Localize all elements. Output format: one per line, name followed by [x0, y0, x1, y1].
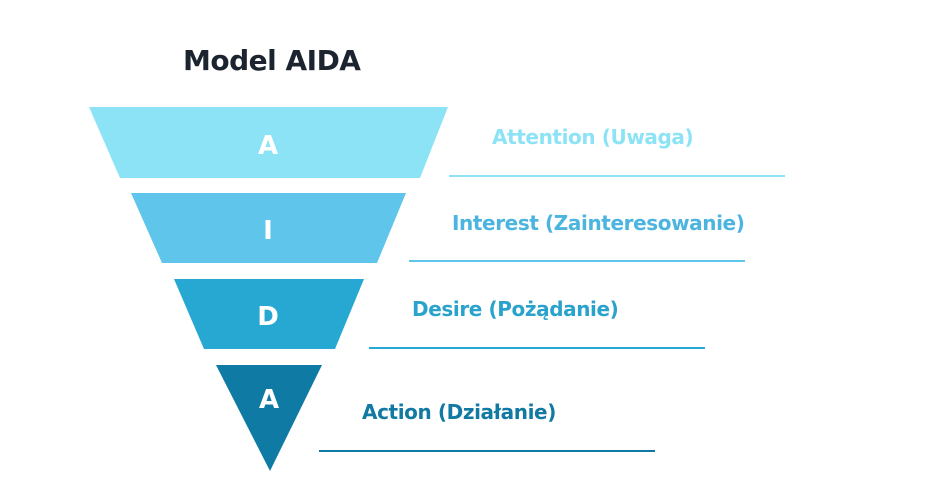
funnel-layer-action: A	[216, 365, 322, 471]
stage-label-interest: Interest (Zainteresowanie)	[452, 211, 745, 235]
funnel-letter-2: I	[263, 216, 273, 246]
stage-underline-interest	[409, 260, 745, 262]
stage-underline-attention	[449, 175, 785, 177]
stage-underline-desire	[369, 347, 705, 349]
funnel-layer-desire: D	[174, 279, 364, 349]
stage-underline-action	[319, 450, 655, 452]
funnel-letter-3: D	[257, 302, 279, 332]
diagram-title: Model AIDA	[183, 44, 361, 77]
funnel-letter-4: A	[259, 385, 279, 415]
funnel-layer-4-shape	[216, 365, 322, 471]
funnel-layer-2-shape	[131, 193, 406, 263]
funnel-layer-3-shape	[174, 279, 364, 349]
funnel-layer-attention: A	[89, 107, 448, 178]
funnel-layer-1-shape	[89, 107, 448, 178]
stage-label-desire: Desire (Pożądanie)	[412, 297, 619, 321]
stage-label-action: Action (Działanie)	[362, 400, 556, 424]
stage-label-attention: Attention (Uwaga)	[492, 125, 694, 149]
funnel-layer-interest: I	[131, 193, 406, 263]
funnel-letter-1: A	[258, 131, 278, 161]
